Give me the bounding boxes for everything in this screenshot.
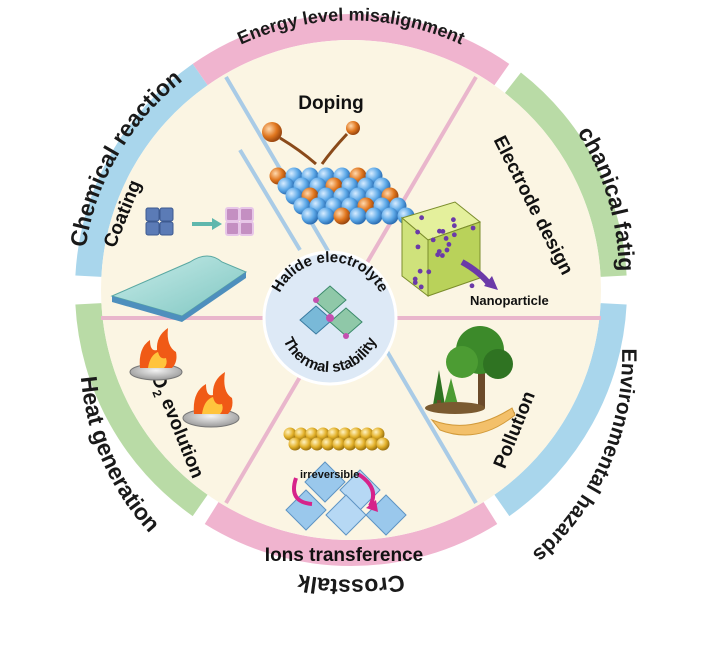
nanoparticle-dot xyxy=(469,283,475,289)
blue-octahedra xyxy=(285,461,407,536)
nanoparticle-dot xyxy=(470,225,476,231)
nanoparticle-dot xyxy=(446,242,452,247)
gold-atom xyxy=(310,437,324,451)
gold-atom xyxy=(321,437,335,451)
crystal-block xyxy=(239,221,254,236)
nanoparticle-dot xyxy=(444,247,450,253)
crystal-block xyxy=(159,221,174,236)
nanoparticle-dot xyxy=(418,284,424,290)
trees-icon xyxy=(425,326,513,414)
nanoparticle-dot xyxy=(417,268,423,274)
nanoparticle-dot xyxy=(419,215,425,221)
gold-atom xyxy=(338,427,352,441)
ring-segment-energy xyxy=(192,14,510,86)
gold-atom xyxy=(299,437,313,451)
nanoparticle-dot xyxy=(415,229,421,235)
nanoparticle-dot xyxy=(451,232,457,238)
nanoparticle-dot xyxy=(430,237,436,243)
hand-icon xyxy=(430,407,516,436)
gold-atom xyxy=(332,437,346,451)
lattice-atom xyxy=(333,207,351,225)
outer-ring xyxy=(75,14,627,567)
label-irreversible: irreversible xyxy=(300,469,359,481)
label-ions-transference: Ions transference xyxy=(265,545,423,566)
nanoparticle-dot xyxy=(439,253,445,258)
crystal-block xyxy=(225,207,240,222)
crystal-structure-icon xyxy=(299,285,363,339)
coating-film xyxy=(110,255,248,317)
flame-disc-bottom xyxy=(182,372,240,428)
gold-atom xyxy=(360,427,374,441)
gold-atom xyxy=(283,427,297,441)
ring-segment-chem xyxy=(75,63,208,277)
ring-segment-env xyxy=(494,303,627,517)
coating-crystal-blocks xyxy=(145,207,254,236)
dopant-atom-right xyxy=(346,121,360,135)
sector-ions: Ions transference irreversible xyxy=(265,427,423,566)
label-doping: Doping xyxy=(298,93,363,114)
irreversible-arrowhead xyxy=(366,500,378,512)
lattice-atom xyxy=(381,207,399,225)
flame-disc-top xyxy=(129,328,183,381)
lattice-atom xyxy=(301,207,319,225)
center-hub: Halide electrolyte Thermal stability xyxy=(262,249,398,386)
dopant-atom-left xyxy=(262,122,282,142)
crystal-block xyxy=(239,207,254,222)
nanoparticle-dot xyxy=(443,236,449,241)
lattice-atom xyxy=(317,207,335,225)
gold-atom xyxy=(327,427,341,441)
nanoparticle-arrowhead xyxy=(484,276,498,290)
ring-segment-crosstalk xyxy=(204,502,498,567)
gold-atom xyxy=(288,437,302,451)
nanoparticle-dot xyxy=(412,280,418,285)
gold-atom xyxy=(376,437,390,451)
doping-sphere-lattice xyxy=(269,167,415,225)
ring-segment-heat xyxy=(75,303,208,517)
gold-sphere-row xyxy=(283,427,390,451)
nanoparticle-dot xyxy=(412,276,418,282)
gold-atom xyxy=(343,437,357,451)
crystal-block xyxy=(145,207,160,222)
coating-substrate xyxy=(112,272,246,322)
irreversible-arrow-right xyxy=(356,472,375,507)
gold-atom xyxy=(316,427,330,441)
crystal-block xyxy=(145,221,160,236)
gold-atom xyxy=(371,427,385,441)
gold-atom xyxy=(365,437,379,451)
nanoparticle-dot xyxy=(450,217,456,223)
lattice-atom xyxy=(349,207,367,225)
crystal-block xyxy=(159,207,174,222)
gold-atom xyxy=(294,427,308,441)
nanoparticle-dot xyxy=(435,252,441,258)
ring-label-crosstalk: Crosstalk xyxy=(295,570,407,601)
nanoparticle-dot xyxy=(415,244,421,250)
divider-blue-b xyxy=(238,148,302,252)
coating-arrowhead xyxy=(212,218,222,230)
doping-arrow-left xyxy=(279,136,317,166)
lattice-atom xyxy=(365,207,383,225)
gold-atom xyxy=(349,427,363,441)
nanoparticle-dot xyxy=(437,228,442,234)
ring-segment-mech xyxy=(504,72,627,277)
sector-doping: Doping xyxy=(262,93,415,225)
electrode-cube xyxy=(400,201,482,298)
sector-coating: Coating xyxy=(100,177,254,322)
crystal-block xyxy=(225,221,240,236)
label-nanoparticle: Nanoparticle xyxy=(470,293,549,308)
nanoparticle-dot xyxy=(426,269,432,275)
nanoparticle-dot xyxy=(451,223,457,229)
gold-atom xyxy=(354,437,368,451)
irreversible-arrow-left xyxy=(292,477,313,506)
gold-atom xyxy=(305,427,319,441)
doping-arrow-right xyxy=(320,132,349,165)
nanoparticle-dot xyxy=(440,228,446,234)
